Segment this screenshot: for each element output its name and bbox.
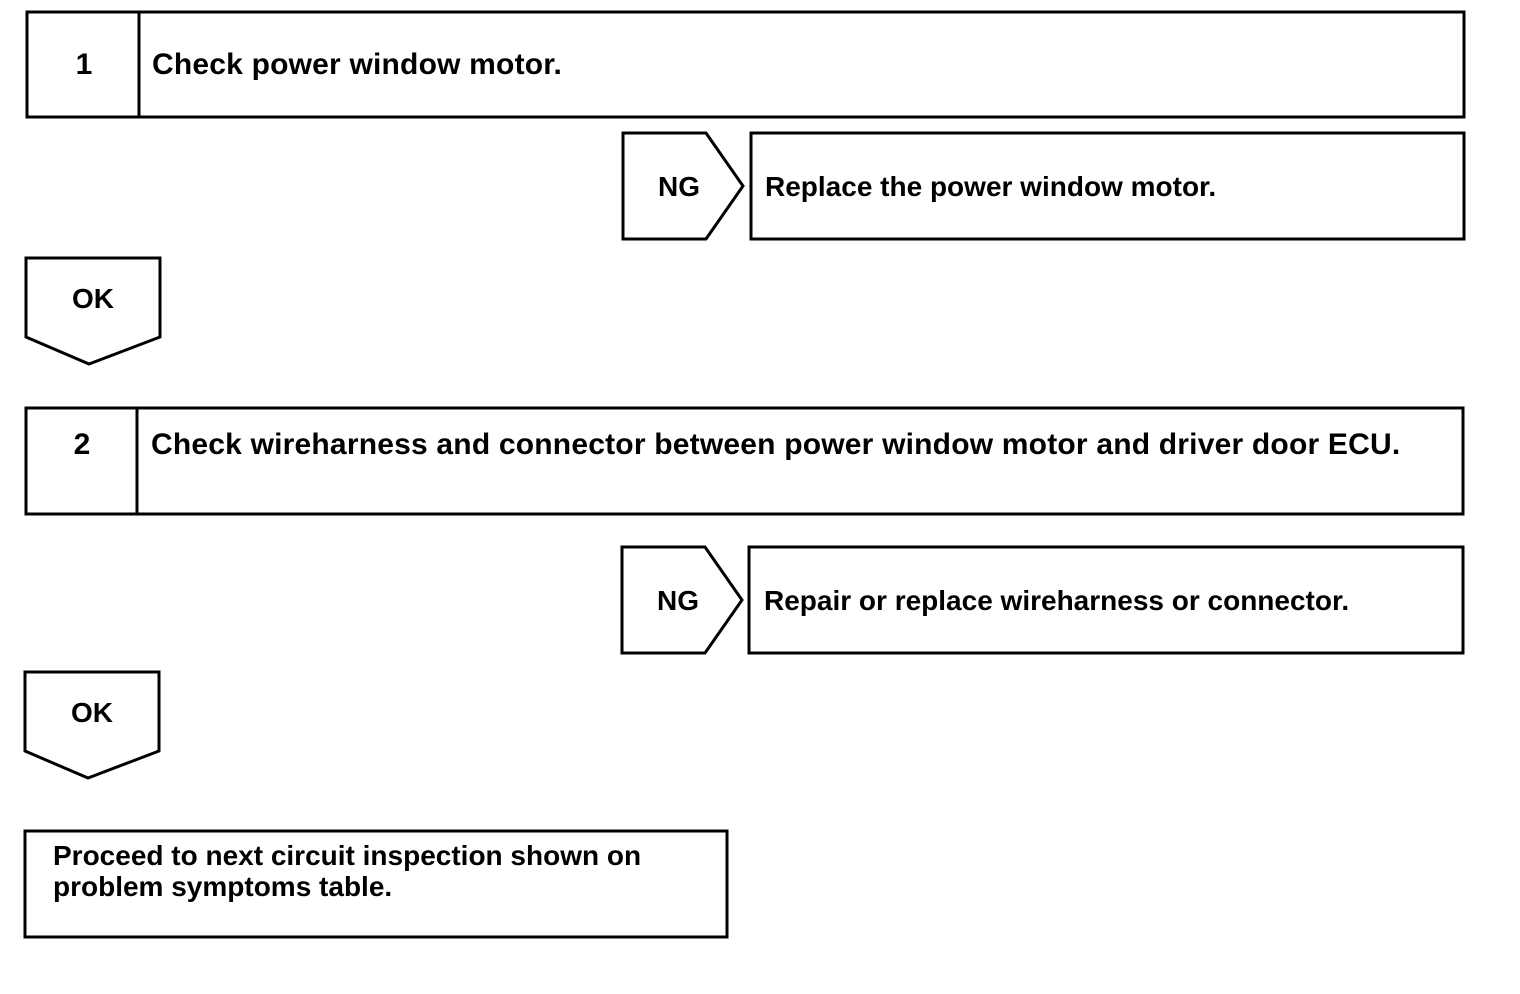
ng-2-label: NG: [657, 585, 699, 616]
ng-2-action: Repair or replace wireharness or connect…: [764, 585, 1350, 616]
ok-2-arrow: [23, 670, 161, 780]
ng-2-result-box: [747, 545, 1465, 655]
ng-2-tag: [620, 545, 744, 655]
step-1-title: Check power window motor.: [152, 48, 563, 81]
step-1-number: 1: [75, 48, 93, 81]
ok-1-arrow: [24, 256, 162, 366]
ng-1-action: Replace the power window motor.: [765, 171, 1217, 202]
step-2-box: [24, 406, 1465, 516]
ok-2-label: OK: [71, 697, 113, 728]
final-box: [23, 829, 729, 939]
ng-1-result-box: [749, 131, 1466, 241]
step-2-number: 2: [73, 428, 91, 461]
ng-1-label: NG: [658, 171, 700, 202]
step-1-box: [25, 10, 1466, 119]
ok-1-label: OK: [72, 283, 114, 314]
final-instruction: Proceed to next circuit inspection shown…: [53, 840, 642, 902]
ng-1-tag: [621, 131, 745, 241]
step-2-title: Check wireharness and connector between …: [151, 428, 1401, 461]
